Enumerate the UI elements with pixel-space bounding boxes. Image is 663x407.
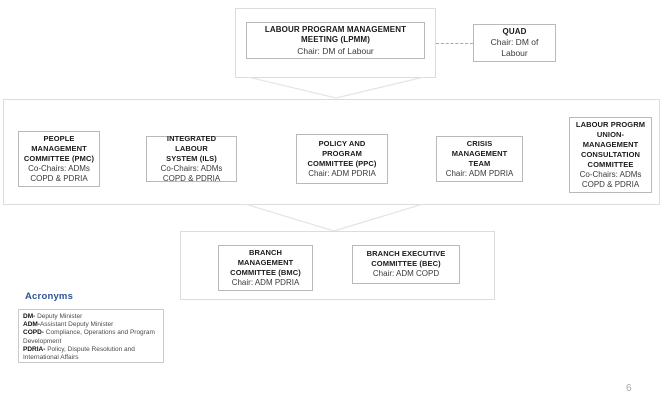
node-title-line2: MANAGEMENT: [237, 257, 294, 267]
node-labour-program-management-meeting[interactable]: LABOUR PROGRAM MANAGEMENT MEETING (LPMM)…: [246, 22, 425, 59]
node-subtitle-line1: Chair: DM of: [490, 37, 539, 47]
node-branch-management-committee[interactable]: BRANCH MANAGEMENT COMMITTEE (BMC) Chair:…: [218, 245, 313, 291]
page-number: 6: [626, 383, 632, 394]
node-subtitle-line2: COPD & PDRIA: [162, 174, 221, 183]
node-policy-and-program-committee[interactable]: POLICY AND PROGRAM COMMITTEE (PPC) Chair…: [296, 134, 388, 184]
node-subtitle-line1: Co-Chairs: ADMs: [579, 169, 642, 179]
node-title-line1: BRANCH EXECUTIVE: [366, 249, 446, 259]
acronym-entry-pdria: PDRIA- Policy, Dispute Resolution and In…: [23, 346, 159, 362]
node-title: QUAD: [502, 27, 527, 36]
node-title-line2: UNION-: [596, 129, 625, 139]
node-subtitle-line2: COPD & PDRIA: [581, 180, 640, 189]
bottom-group-container: [180, 231, 495, 300]
node-crisis-management-team[interactable]: CRISIS MANAGEMENT TEAM Chair: ADM PDRIA: [436, 136, 523, 182]
acronym-text: Deputy Minister: [35, 313, 83, 320]
acronym-text: Compliance, Operations and Program Devel…: [23, 329, 155, 345]
chevron-down-icon-top-to-middle: [248, 77, 424, 99]
node-title-line1: CRISIS: [466, 138, 493, 148]
acronym-entry-dm: DM- Deputy Minister: [23, 313, 159, 321]
node-title-line1: LABOUR PROGRM: [575, 119, 646, 129]
acronyms-heading: Acronyms: [25, 291, 74, 302]
node-people-management-committee[interactable]: PEOPLE MANAGEMENT COMMITTEE (PMC) Co-Cha…: [18, 131, 100, 187]
node-title-line1: LABOUR PROGRAM MANAGEMENT: [264, 24, 407, 34]
acronym-abbr: ADM-: [23, 321, 40, 329]
acronym-text: Policy, Dispute Resolution and Internati…: [23, 345, 135, 362]
node-title-line1: POLICY AND: [318, 138, 366, 148]
node-title-line2: COMMITTEE (BEC): [371, 259, 441, 269]
node-title-line4: CONSULTATION: [580, 149, 641, 159]
node-title-line2: MANAGEMENT: [31, 143, 87, 153]
node-title-line2: SYSTEM (ILS): [166, 153, 217, 163]
acronym-abbr: COPD-: [23, 329, 44, 337]
node-title-line3: COMMITTEE (BMC): [230, 267, 301, 277]
node-subtitle: Chair: DM of Labour: [297, 45, 374, 56]
node-subtitle-line1: Co-Chairs: ADMs: [28, 163, 90, 173]
node-title-line5: COMMITTEE: [587, 159, 634, 169]
node-quad[interactable]: QUAD Chair: DM of Labour: [473, 24, 556, 62]
acronym-entry-copd: COPD- Compliance, Operations and Program…: [23, 329, 159, 345]
node-title-line1: BRANCH: [248, 247, 283, 257]
node-title-line2: MEETING (LPMM): [301, 35, 370, 45]
node-subtitle-line1: Co-Chairs: ADMs: [160, 163, 223, 173]
acronym-entry-adm: ADM-Assistant Deputy Minister: [23, 321, 159, 329]
node-subtitle-line1: Chair: ADM PDRIA: [231, 277, 300, 287]
node-subtitle-line1: Chair: ADM COPD: [372, 269, 440, 279]
node-title-line3: COMMITTEE (PPC): [307, 158, 377, 168]
middle-group-container: [3, 99, 660, 205]
node-title-line1: PEOPLE: [43, 133, 75, 143]
top-group-container: [235, 8, 436, 78]
node-integrated-labour-system[interactable]: INTEGRATED LABOUR SYSTEM (ILS) Co-Chairs…: [146, 133, 237, 183]
node-title-line2: MANAGEMENT: [451, 148, 508, 158]
node-subtitle-line2: COPD & PDRIA: [30, 174, 88, 183]
node-subtitle-line2: Labour: [501, 48, 528, 58]
node-title-line3: MANAGEMENT: [582, 139, 639, 149]
chevron-down-icon-middle-to-bottom: [245, 204, 423, 232]
node-branch-executive-committee[interactable]: BRANCH EXECUTIVE COMMITTEE (BEC) Chair: …: [352, 245, 460, 284]
acronym-text: Assistant Deputy Minister: [39, 321, 114, 329]
node-labour-program-union-management-consultation-committee[interactable]: LABOUR PROGRM UNION- MANAGEMENT CONSULTA…: [569, 117, 652, 193]
node-subtitle-line1: Chair: ADM PDRIA: [308, 168, 376, 178]
node-title-line1: INTEGRATED LABOUR: [166, 133, 217, 153]
acronym-abbr: DM-: [23, 313, 36, 320]
node-title-line3: COMMITTEE (PMC): [23, 153, 95, 163]
node-subtitle-line1: Chair: ADM PDRIA: [445, 168, 514, 178]
dashed-connector-lpmm-quad: [436, 43, 473, 44]
node-title-line3: TEAM: [468, 158, 491, 168]
node-title-line2: PROGRAM: [322, 148, 362, 158]
acronym-abbr: PDRIA-: [23, 345, 46, 353]
acronyms-legend-box: DM- Deputy Minister ADM-Assistant Deputy…: [18, 309, 164, 363]
